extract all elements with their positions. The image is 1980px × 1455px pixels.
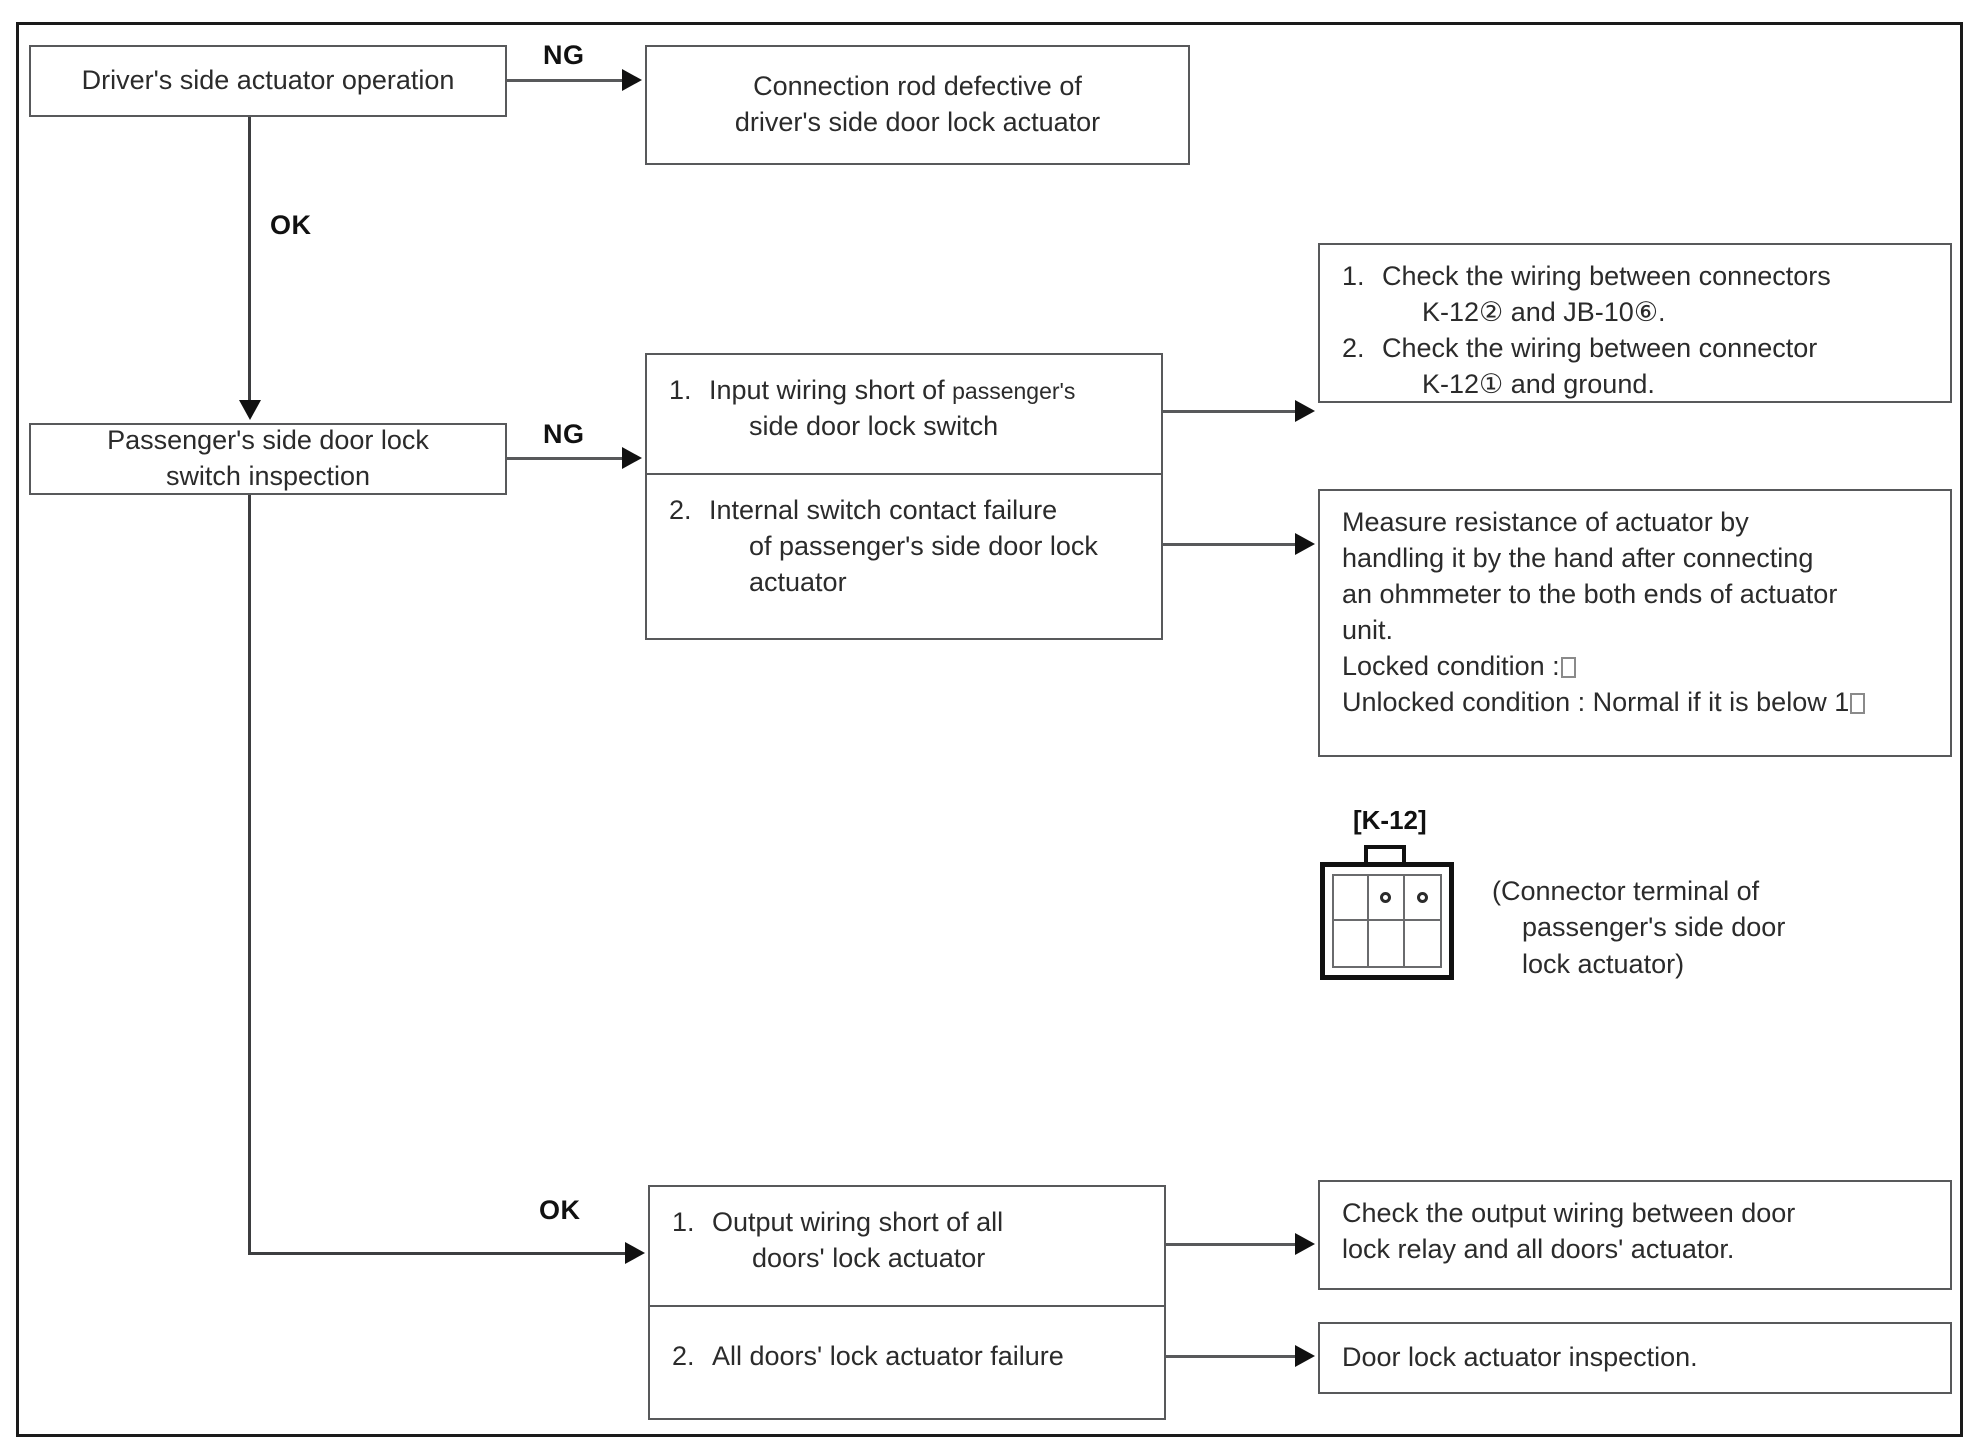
node-driver-side-actuator-operation-label: Driver's side actuator operation [81,65,455,96]
connector-tag-label: [K-12] [1353,805,1427,835]
node-passenger-switch-inspection-text: Passenger's side door lock switch inspec… [107,423,429,495]
connector-pin-icon-1 [1416,892,1428,903]
arrowhead-driver-to-passenger [239,400,261,420]
connector-passenger-to-causes [507,457,625,460]
output-cause-item-1-number: 1. [672,1207,695,1237]
connector-driver-to-passenger [248,117,251,405]
passenger-cause-item-1-line-1b: passenger's [952,378,1076,404]
resistance-check-line-4: unit. [1342,614,1394,645]
output-cause-item-1-line-2: doors' lock actuator [752,1242,986,1273]
resistance-check-locked-condition: Locked condition : [1342,649,1930,685]
connector-latch-tab-icon [1364,845,1406,864]
wiring-check-item-1-line-2: K-12② and JB-10⑥. [1422,296,1666,327]
passenger-cause-item-1-line-2: side door lock switch [749,410,999,441]
passenger-switch-line-1: Passenger's side door lock [107,425,429,456]
node-passenger-causes[interactable]: 1. Input wiring short of passenger's side… [645,353,1163,640]
ohm-symbol-missing-glyph-icon-2 [1850,692,1866,714]
locked-condition-label: Locked condition : [1342,650,1560,681]
wiring-check-item-2-line-2: K-12① and ground. [1422,368,1655,399]
connector-illustration [1320,845,1460,990]
actuator-inspection-result-line-1: Door lock actuator inspection. [1342,1342,1698,1373]
passenger-cause-item-2-number: 2. [669,495,692,525]
connector-caption-line-1: (Connector terminal of [1492,876,1760,906]
wiring-check-item-2-line-1: Check the wiring between connector [1382,332,1818,363]
passenger-cause-item-2-text: 2. Internal switch contact failure of pas… [669,493,1145,601]
node-passenger-switch-inspection[interactable]: Passenger's side door lock switch inspec… [29,423,507,495]
wiring-check-item-1-line-1: Check the wiring between connectors [1382,261,1831,291]
connector-passenger-ok-vertical [248,495,251,1255]
output-cause-item-2-number: 2. [672,1341,695,1371]
connector-pin-icon-2 [1380,892,1392,903]
node-driver-side-actuator-operation[interactable]: Driver's side actuator operation [29,45,507,117]
node-connection-rod-defective-text: Connection rod defective of driver's sid… [735,69,1100,141]
passenger-cause-item-2-line-1: Internal switch contact failure [709,495,1058,525]
arrowhead-driver-to-rod [622,69,642,91]
passenger-cause-item-1-number: 1. [669,375,692,405]
connector-housing-icon [1320,862,1454,980]
connector-cause2-to-resistance-check [1163,543,1298,546]
passenger-cause-item-2-line-3: actuator [749,566,847,597]
connector-caption-line-2: passenger's side door [1522,912,1786,943]
output-cause-item-2-text: 2. All doors' lock actuator failure [672,1339,1148,1375]
connector-caption-line-3: lock actuator) [1522,948,1685,979]
arrowhead-cause1-to-wiring-check [1295,400,1315,422]
ohm-symbol-missing-glyph-icon [1560,656,1576,678]
passenger-switch-line-2: switch inspection [165,461,371,491]
connector-cause1-to-wiring-check [1163,410,1298,413]
diagram-outer-frame [16,22,1963,1437]
output-cause-item-2[interactable]: 2. All doors' lock actuator failure [650,1305,1164,1418]
output-cause-item-1-text: 1. Output wiring short of all doors' lock… [672,1205,1148,1277]
output-cause-item-2-line-1: All doors' lock actuator failure [712,1341,1064,1371]
branch-label-ng-driver: NG [543,40,585,70]
passenger-cause-item-1[interactable]: 1. Input wiring short of passenger's side… [647,355,1161,473]
resistance-check-line-3: an ohmmeter to the both ends of actuator [1342,578,1838,609]
arrowhead-cause2-to-resistance-check [1295,533,1315,555]
connector-pin-grid [1332,874,1442,968]
wiring-check-item-1-number: 1. [1342,261,1365,291]
wiring-check-item-1: 1. Check the wiring between connectors K-… [1342,259,1930,331]
resistance-check-line-1: Measure resistance of actuator by [1342,507,1749,537]
node-wiring-check[interactable]: 1. Check the wiring between connectors K-… [1318,243,1952,403]
connector-cell-3 [1404,876,1440,921]
passenger-cause-item-2[interactable]: 2. Internal switch contact failure of pas… [647,473,1161,638]
node-connection-rod-defective[interactable]: Connection rod defective of driver's sid… [645,45,1190,165]
output-wiring-result-line-1: Check the output wiring between door [1342,1198,1796,1228]
connector-outcause2-to-result [1166,1355,1298,1358]
connector-cell-1 [1334,876,1370,921]
connector-passenger-ok-horizontal [248,1252,629,1255]
wiring-check-item-2: 2. Check the wiring between connector K-1… [1342,331,1930,403]
arrowhead-outcause2-to-result [1295,1345,1315,1367]
arrowhead-passenger-to-causes [622,447,642,469]
arrowhead-ok-to-output-causes [625,1242,645,1264]
node-output-wiring-result[interactable]: Check the output wiring between door loc… [1318,1180,1952,1290]
resistance-check-unlocked-condition: Unlocked condition : Normal if it is bel… [1342,685,1930,721]
branch-label-ok-passenger: OK [539,1195,581,1225]
connector-cell-5 [1369,921,1405,966]
connector-cell-6 [1405,921,1440,966]
connector-outcause1-to-result [1166,1243,1298,1246]
connector-caption: (Connector terminal of passenger's side … [1492,873,1922,982]
resistance-check-line-2: handling it by the hand after connecting [1342,542,1814,573]
output-cause-item-1-line-1: Output wiring short of all [712,1207,1004,1237]
passenger-cause-item-2-line-2: of passenger's side door lock [749,530,1098,561]
passenger-cause-item-1-line-1a: Input wiring short of [709,375,953,405]
node-resistance-check[interactable]: Measure resistance of actuator by handli… [1318,489,1952,757]
wiring-check-item-2-number: 2. [1342,332,1365,363]
connector-cell-2 [1369,876,1405,921]
passenger-cause-item-1-text: 1. Input wiring short of passenger's side… [669,373,1145,445]
output-cause-item-1[interactable]: 1. Output wiring short of all doors' lock… [650,1187,1164,1305]
connector-driver-to-rod [507,79,625,82]
output-wiring-result-line-2: lock relay and all doors' actuator. [1342,1233,1735,1264]
connector-cell-4 [1334,921,1370,966]
unlocked-condition-label: Unlocked condition : Normal if it is bel… [1342,686,1850,717]
branch-label-ng-passenger: NG [543,419,585,449]
node-output-causes[interactable]: 1. Output wiring short of all doors' lock… [648,1185,1166,1420]
connection-rod-line-1: Connection rod defective of [753,71,1082,102]
branch-label-ok-driver: OK [270,210,312,240]
node-actuator-inspection-result[interactable]: Door lock actuator inspection. [1318,1322,1952,1394]
arrowhead-outcause1-to-result [1295,1233,1315,1255]
connection-rod-line-2: driver's side door lock actuator [734,107,1101,137]
